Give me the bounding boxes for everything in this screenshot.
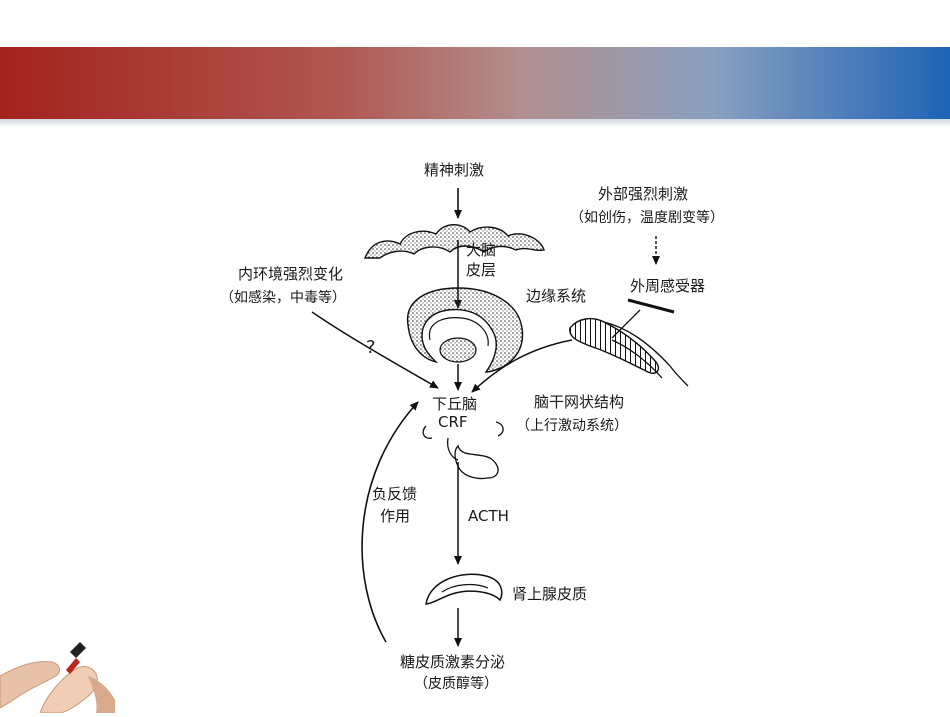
label-acth: ACTH [468,507,509,525]
label-peripheral-receptor: 外周感受器 [630,277,706,295]
stress-response-diagram: 精神刺激 外部强烈刺激 （如创伤，温度剧变等） 大脑 皮层 内环境强烈变化 （如… [200,140,800,710]
peripheral-receptor-bar [627,298,675,314]
banner-shadow [0,119,950,127]
hypothalamus-left-curl [422,425,433,439]
title-banner [0,47,950,119]
pituitary-gland [454,444,499,480]
label-mental-stimulus: 精神刺激 [424,161,485,179]
adrenal-inner [441,583,489,593]
label-reticular-2: （上行激动系统） [516,418,628,434]
label-external-examples: （如创伤，温度剧变等） [570,210,724,226]
hypothalamus-right-curl [495,421,504,437]
limbic-system-shape [406,287,524,373]
cerebral-cortex-shape [363,224,545,259]
arrow-internal-to-hypothalamus [311,311,439,389]
label-cortex-2: 皮层 [466,261,497,279]
negative-feedback-arrow [361,401,419,643]
label-adrenal-cortex: 肾上腺皮质 [512,585,588,603]
label-secretion-2: （皮质醇等） [414,676,498,692]
pituitary-stalk [446,437,459,461]
label-external-stimulus: 外部强烈刺激 [598,185,689,203]
label-internal-change: 内环境强烈变化 [238,265,344,283]
label-feedback-1: 负反馈 [372,485,418,503]
label-cortex-1: 大脑 [466,241,497,259]
adrenal-cortex-shape [425,573,503,605]
label-question-mark: ? [366,337,376,358]
label-reticular-1: 脑干网状结构 [534,393,625,411]
label-feedback-2: 作用 [380,507,411,525]
arrow-brainstem-to-hypothalamus [471,339,573,393]
label-internal-examples: （如感染，中毒等） [220,290,346,306]
label-secretion-1: 糖皮质激素分泌 [400,653,506,671]
label-limbic-system: 边缘系统 [526,287,587,305]
brainstem-reticular-shape [569,317,660,374]
hands-photo [0,636,115,714]
limbic-blob [439,337,477,363]
brainstem-outline-1 [603,321,689,387]
limbic-inner-curve [428,317,489,347]
label-crf: CRF [438,413,468,431]
label-hypothalamus: 下丘脑 [432,395,478,413]
brainstem-outline-2 [611,339,663,379]
hands-illustration [0,636,115,714]
diagram-drawing [311,188,689,647]
